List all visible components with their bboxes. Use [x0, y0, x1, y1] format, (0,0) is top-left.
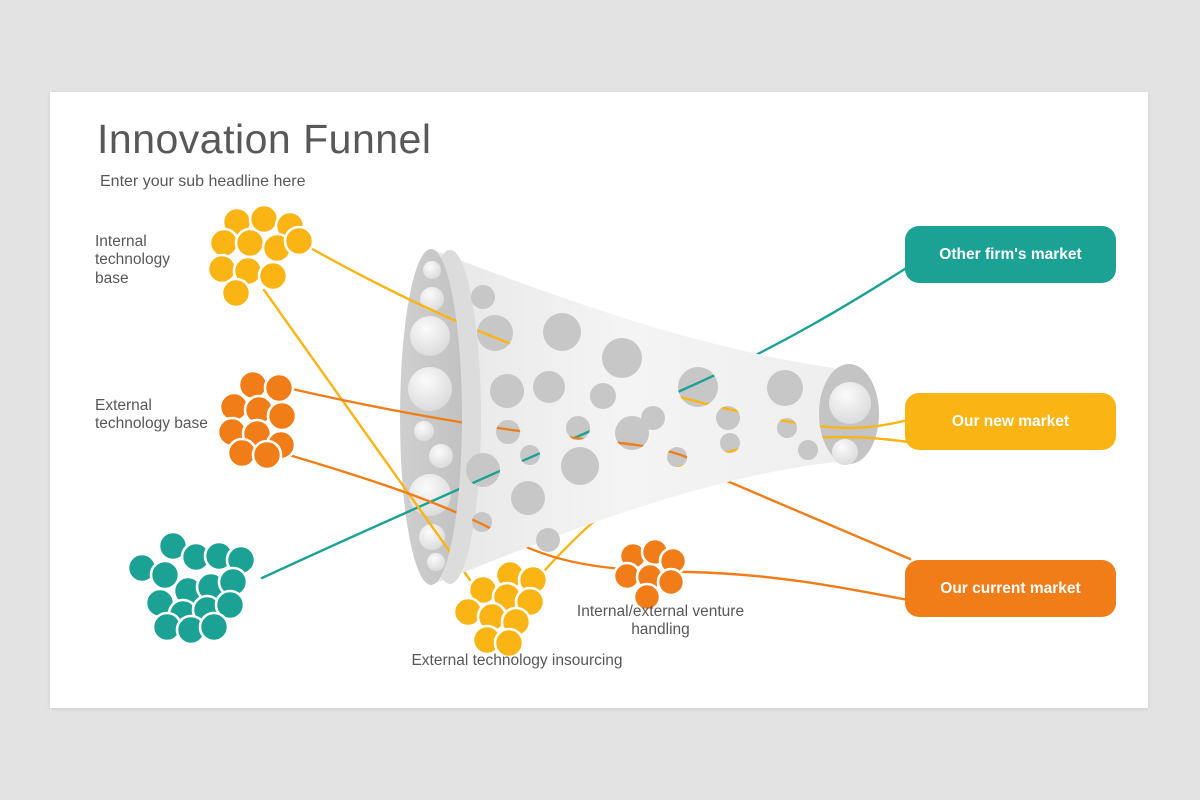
market-box-our-current-market: Our current market [905, 560, 1116, 617]
funnel-idea-bubbles [466, 285, 818, 552]
label-venture-handling: Internal/external venture handling [576, 603, 745, 639]
connector-teal-to-other-market [260, 265, 910, 580]
label-external-technology-base: External technology base [95, 397, 208, 433]
funnel-exit-cap [819, 364, 879, 465]
cluster-external-technology-insourcing [452, 559, 549, 659]
label-external-technology-insourcing: External technology insourcing [411, 652, 623, 669]
page-title: Innovation Funnel [97, 116, 432, 162]
page-subtitle: Enter your sub headline here [100, 173, 306, 190]
connector-internal-to-insourcing [262, 288, 472, 582]
cluster-venture-handling [612, 537, 688, 612]
label-internal-technology-base: Internal technology base [95, 233, 170, 287]
funnel-body [400, 249, 879, 585]
market-box-other-firms-market: Other firm's market [905, 226, 1116, 283]
cluster-other-firms-ideas [126, 530, 257, 646]
connector-internal-to-new-market [296, 239, 910, 430]
connector-insourcing-to-new-market [536, 435, 910, 580]
cluster-internal-technology-base [206, 203, 315, 309]
connector-external-to-current-market [290, 387, 912, 561]
market-box-our-new-market: Our new market [905, 393, 1116, 450]
connector-lines [260, 239, 912, 602]
funnel-mouth-bubbles [408, 261, 453, 571]
cluster-external-technology-base [216, 369, 298, 471]
connector-external-via-venture-to-current-market [287, 453, 910, 602]
